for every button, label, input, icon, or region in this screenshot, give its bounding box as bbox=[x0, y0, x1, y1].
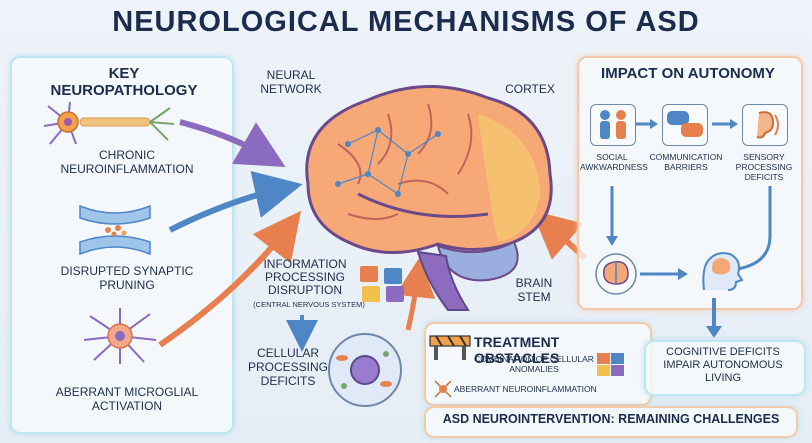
puzzle-icon bbox=[358, 264, 408, 306]
impact-on-autonomy-header: IMPACT ON AUTONOMY bbox=[601, 65, 775, 82]
communication-barriers-label: COMMUNICATION BARRIERS bbox=[649, 152, 723, 172]
cellular-processing-label: CELLULAR PROCESSING DEFICITS bbox=[248, 346, 329, 388]
info-processing-label: INFORMATION PROCESSING DISRUPTION bbox=[263, 257, 347, 297]
head-profile-icon bbox=[690, 246, 746, 296]
puzzle-icon bbox=[596, 352, 626, 378]
microglia-icon bbox=[434, 380, 452, 398]
brain-small-icon bbox=[594, 252, 638, 296]
cell-icon bbox=[320, 330, 410, 410]
arrow-right-icon bbox=[636, 118, 660, 130]
combination-anomalies-label: COMBINATION OF CELLULAR ANOMALIES bbox=[474, 354, 594, 374]
bottom-banner bbox=[424, 406, 798, 438]
synapse-icon bbox=[70, 200, 160, 260]
aberrant-neuroinflammation-label: ABERRANT NEUROINFLAMMATION bbox=[454, 384, 597, 394]
info-processing-sub: (CENTRAL NERVOUS SYSTEM) bbox=[253, 300, 365, 309]
aberrant-microglial-activation-label: ABERRANT MICROGLIAL ACTIVATION bbox=[55, 385, 199, 413]
social-awkwardness-label: SOCIAL AWKWARDNESS bbox=[580, 152, 648, 172]
neural-network-label: NEURAL NETWORK bbox=[260, 68, 322, 96]
neuron-icon bbox=[40, 100, 180, 150]
brain-stem-label: BRAIN STEM bbox=[515, 276, 553, 304]
cortex-label: CORTEX bbox=[505, 82, 555, 96]
page-title: NEUROLOGICAL MECHANISMS OF ASD bbox=[112, 6, 700, 38]
impact-flow-arrows bbox=[580, 186, 800, 346]
sensory-processing-label: SENSORY PROCESSING DEFICITS bbox=[735, 152, 793, 182]
cognitive-deficits-panel bbox=[644, 340, 806, 396]
arrow-right-icon bbox=[712, 118, 740, 130]
speech-bubbles-icon bbox=[662, 104, 708, 146]
disrupted-synaptic-pruning-label: DISRUPTED SYNAPTIC PRUNING bbox=[60, 264, 194, 292]
brain-illustration bbox=[278, 74, 578, 324]
ear-icon bbox=[742, 104, 788, 146]
microglia-icon bbox=[80, 306, 160, 366]
treatment-obstacles-header: TREATMENT OBSTACLES bbox=[474, 334, 560, 366]
chronic-neuroinflammation-label: CHRONIC NEUROINFLAMMATION bbox=[60, 148, 194, 176]
key-neuropathology-header: KEY NEUROPATHOLOGY bbox=[50, 65, 198, 99]
bottom-banner-label: ASD NEUROINTERVENTION: REMAINING CHALLEN… bbox=[442, 412, 780, 426]
cognitive-deficits-label: COGNITIVE DEFICITS IMPAIR AUTONOMOUS LIV… bbox=[663, 346, 783, 384]
people-icon bbox=[590, 104, 636, 146]
barrier-icon bbox=[428, 330, 472, 362]
